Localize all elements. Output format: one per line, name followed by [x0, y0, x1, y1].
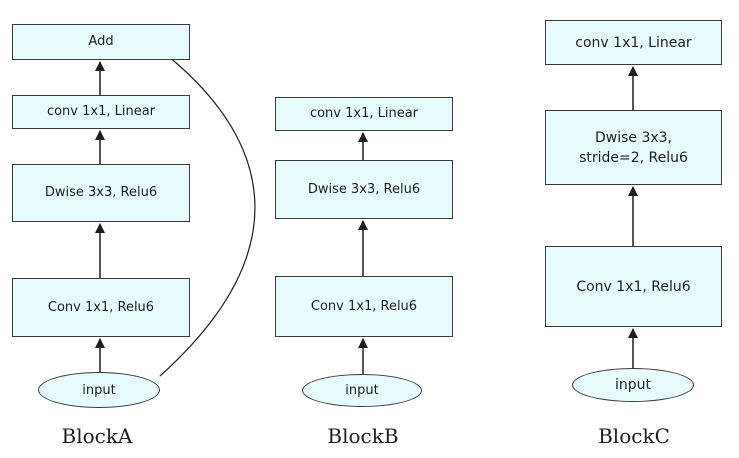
- block-b-dwise-node: Dwise 3x3, Relu6: [275, 160, 453, 219]
- block-a-conv-linear-node: conv 1x1, Linear: [12, 95, 190, 129]
- block-a-skip-connection: [159, 55, 256, 377]
- block-b-conv-linear-node: conv 1x1, Linear: [275, 97, 453, 131]
- block-c-caption: BlockC: [598, 424, 670, 448]
- block-a-caption: BlockA: [61, 424, 133, 448]
- block-a-add-node: Add: [12, 24, 190, 60]
- block-b-conv-relu-node: Conv 1x1, Relu6: [275, 276, 453, 337]
- block-c-conv-relu-node: Conv 1x1, Relu6: [545, 246, 722, 327]
- block-c-dwise-node: Dwise 3x3, stride=2, Relu6: [545, 110, 722, 185]
- block-a-dwise-node: Dwise 3x3, Relu6: [12, 164, 190, 222]
- block-b-caption: BlockB: [327, 424, 399, 448]
- block-b-input-node: input: [302, 374, 422, 407]
- block-a-conv-relu-node: Conv 1x1, Relu6: [12, 278, 190, 337]
- block-c-conv-linear-node: conv 1x1, Linear: [545, 20, 722, 65]
- block-a-input-node: input: [38, 372, 160, 408]
- block-c-input-node: input: [572, 368, 694, 402]
